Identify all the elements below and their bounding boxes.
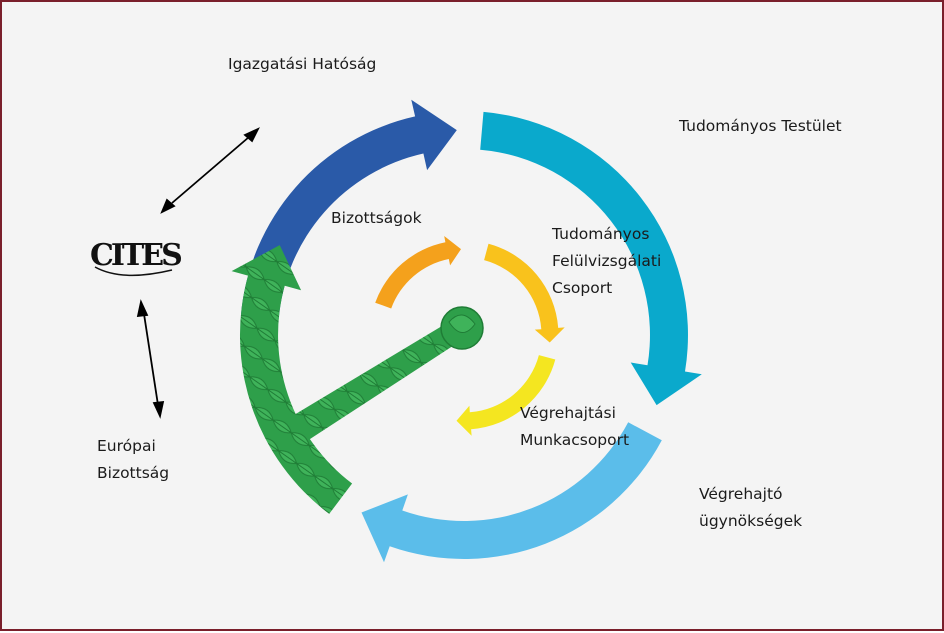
scientific-review-group-arrow bbox=[484, 243, 565, 343]
label-scientific-body: Tudományos Testület bbox=[678, 117, 842, 135]
label-ewg-line2: Munkacsoport bbox=[520, 431, 629, 449]
label-commission-line2: Bizottság bbox=[97, 464, 169, 482]
center-hub-leaf bbox=[448, 314, 476, 333]
scientific-body-arrow bbox=[480, 111, 702, 406]
enforcement-agencies-arrow bbox=[361, 422, 662, 563]
label-committees: Bizottságok bbox=[331, 209, 422, 227]
label-commission-line1: Európai bbox=[97, 437, 156, 455]
management-authority-arrow bbox=[240, 99, 457, 319]
cites-logo-text: CITES bbox=[90, 238, 181, 273]
logo-to-management-link bbox=[160, 127, 260, 214]
label-srg-line2: Felülvizsgálati bbox=[552, 252, 661, 270]
label-srg-line1: Tudományos bbox=[551, 225, 649, 243]
label-ewg-line1: Végrehajtási bbox=[520, 404, 616, 422]
enforcement-working-group-arrow bbox=[456, 355, 556, 436]
label-management-authority: Igazgatási Hatóság bbox=[228, 55, 376, 73]
committees-arrow bbox=[375, 236, 461, 309]
european-commission-arrow bbox=[231, 245, 353, 514]
logo-to-commission-link bbox=[136, 299, 165, 419]
label-enforcement-line1: Végrehajtó bbox=[699, 485, 783, 503]
label-srg-line3: Csoport bbox=[552, 279, 612, 297]
cites-logo: CITES bbox=[90, 238, 184, 277]
center-pointer-arm bbox=[274, 320, 462, 454]
label-enforcement-line2: ügynökségek bbox=[699, 512, 802, 530]
